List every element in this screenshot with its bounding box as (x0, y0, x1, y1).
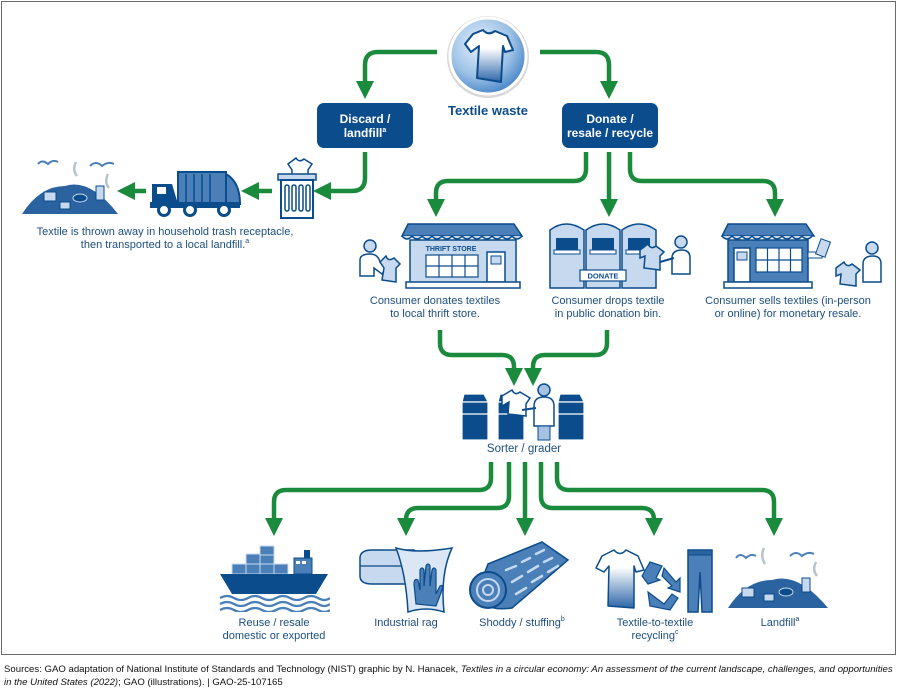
rag-icon (359, 546, 454, 614)
arrow-discard-to-trash (313, 152, 368, 200)
source-title: Textiles in a circular economy: An asses… (4, 664, 893, 688)
donation-bin-caption: Consumer drops textile in public donatio… (528, 295, 688, 321)
landfill-line1: Landfill (760, 617, 796, 629)
footnote-b: b (560, 616, 565, 623)
footnote-a: a (795, 616, 800, 623)
discard-caption: Textile is thrown away in household tras… (0, 226, 330, 252)
cargo-ship-icon (219, 545, 330, 612)
landfill-outcome-icon (728, 547, 828, 608)
donate-sign: DONATE (587, 272, 618, 281)
outcome-landfill-label: Landfilla (740, 616, 820, 630)
recycling-line2: recycling (631, 630, 675, 642)
shoddy-roll-icon (469, 541, 570, 610)
outcome-rag-label: Industrial rag (356, 617, 456, 630)
t-shirt-icon (447, 16, 529, 98)
arrow-root-to-discard (356, 49, 437, 99)
arrow-root-to-donate (540, 49, 618, 99)
thrift-store-caption: Consumer donates textiles to local thrif… (350, 295, 520, 321)
landfill-icon (22, 159, 118, 214)
recycling-icon (595, 549, 713, 613)
thrift-caption-line1: Consumer donates textiles (369, 295, 501, 307)
recycling-line1: Textile-to-textile (616, 617, 694, 629)
outcome-reuse-label: Reuse / resale domestic or exported (214, 617, 334, 643)
discard-caption-line1: Textile is thrown away in household tras… (36, 226, 294, 238)
footnote-c: c (674, 629, 679, 636)
garbage-truck-icon (150, 171, 242, 217)
discard-box-line1: Discard / (339, 111, 391, 126)
arrow-bin-to-sorter (524, 330, 610, 386)
discard-caption-line2: then transported to a local landfill. (80, 239, 246, 251)
bin-caption-line2: in public donation bin. (554, 308, 662, 320)
sorter-icon (461, 383, 585, 441)
reuse-line2: domestic or exported (222, 630, 326, 642)
arrow-thrift-to-sorter (437, 330, 523, 386)
donate-box-line2: resale / recycle (566, 125, 654, 140)
figure-frame (1, 1, 896, 655)
sorter-label: Sorter / grader (486, 443, 562, 455)
arrow-donate-to-thrift (427, 152, 589, 217)
arrow-sorter-to-rag (397, 462, 512, 536)
donate-box-line1: Donate / (586, 111, 634, 126)
outcome-recycling-label: Textile-to-textile recyclingc (600, 617, 710, 643)
source-suffix: ; GAO (illustrations). | GAO-25-107165 (118, 676, 283, 688)
trash-can-icon (277, 156, 317, 219)
donation-bin-icon: DONATE (549, 223, 691, 289)
outcome-shoddy-label: Shoddy / stuffingb (466, 616, 578, 630)
resale-caption-line1: Consumer sells textiles (in-person (705, 295, 871, 307)
shoddy-line1: Shoddy / stuffing (479, 617, 561, 629)
bin-caption-line1: Consumer drops textile (551, 295, 665, 307)
footnote-a: a (245, 238, 250, 245)
source-note: Sources: GAO adaptation of National Inst… (4, 664, 894, 689)
donate-box: Donate / resale / recycle (562, 103, 658, 148)
thrift-caption-line2: to local thrift store. (390, 308, 480, 320)
arrow-sorter-to-reuse (265, 462, 494, 536)
root-label: Textile waste (448, 103, 528, 118)
thrift-store-icon: THRIFT STORE (359, 223, 524, 289)
footnote-a: a (382, 126, 387, 134)
resale-caption-line2: or online) for monetary resale. (714, 308, 862, 320)
rag-line1: Industrial rag (374, 617, 438, 629)
discard-box-line2: landfill (343, 125, 383, 140)
arrow-sorter-to-landfill (554, 462, 783, 536)
arrow-sorter-to-recycling (538, 462, 663, 536)
arrow-donate-to-resale (627, 152, 784, 217)
reuse-line1: Reuse / resale (238, 617, 310, 629)
resale-caption: Consumer sells textiles (in-person or on… (688, 295, 888, 321)
discard-box: Discard / landfilla (317, 103, 413, 148)
thrift-store-sign: THRIFT STORE (426, 246, 477, 253)
source-prefix: Sources: GAO adaptation of National Inst… (4, 664, 461, 675)
resale-store-icon (720, 223, 882, 289)
